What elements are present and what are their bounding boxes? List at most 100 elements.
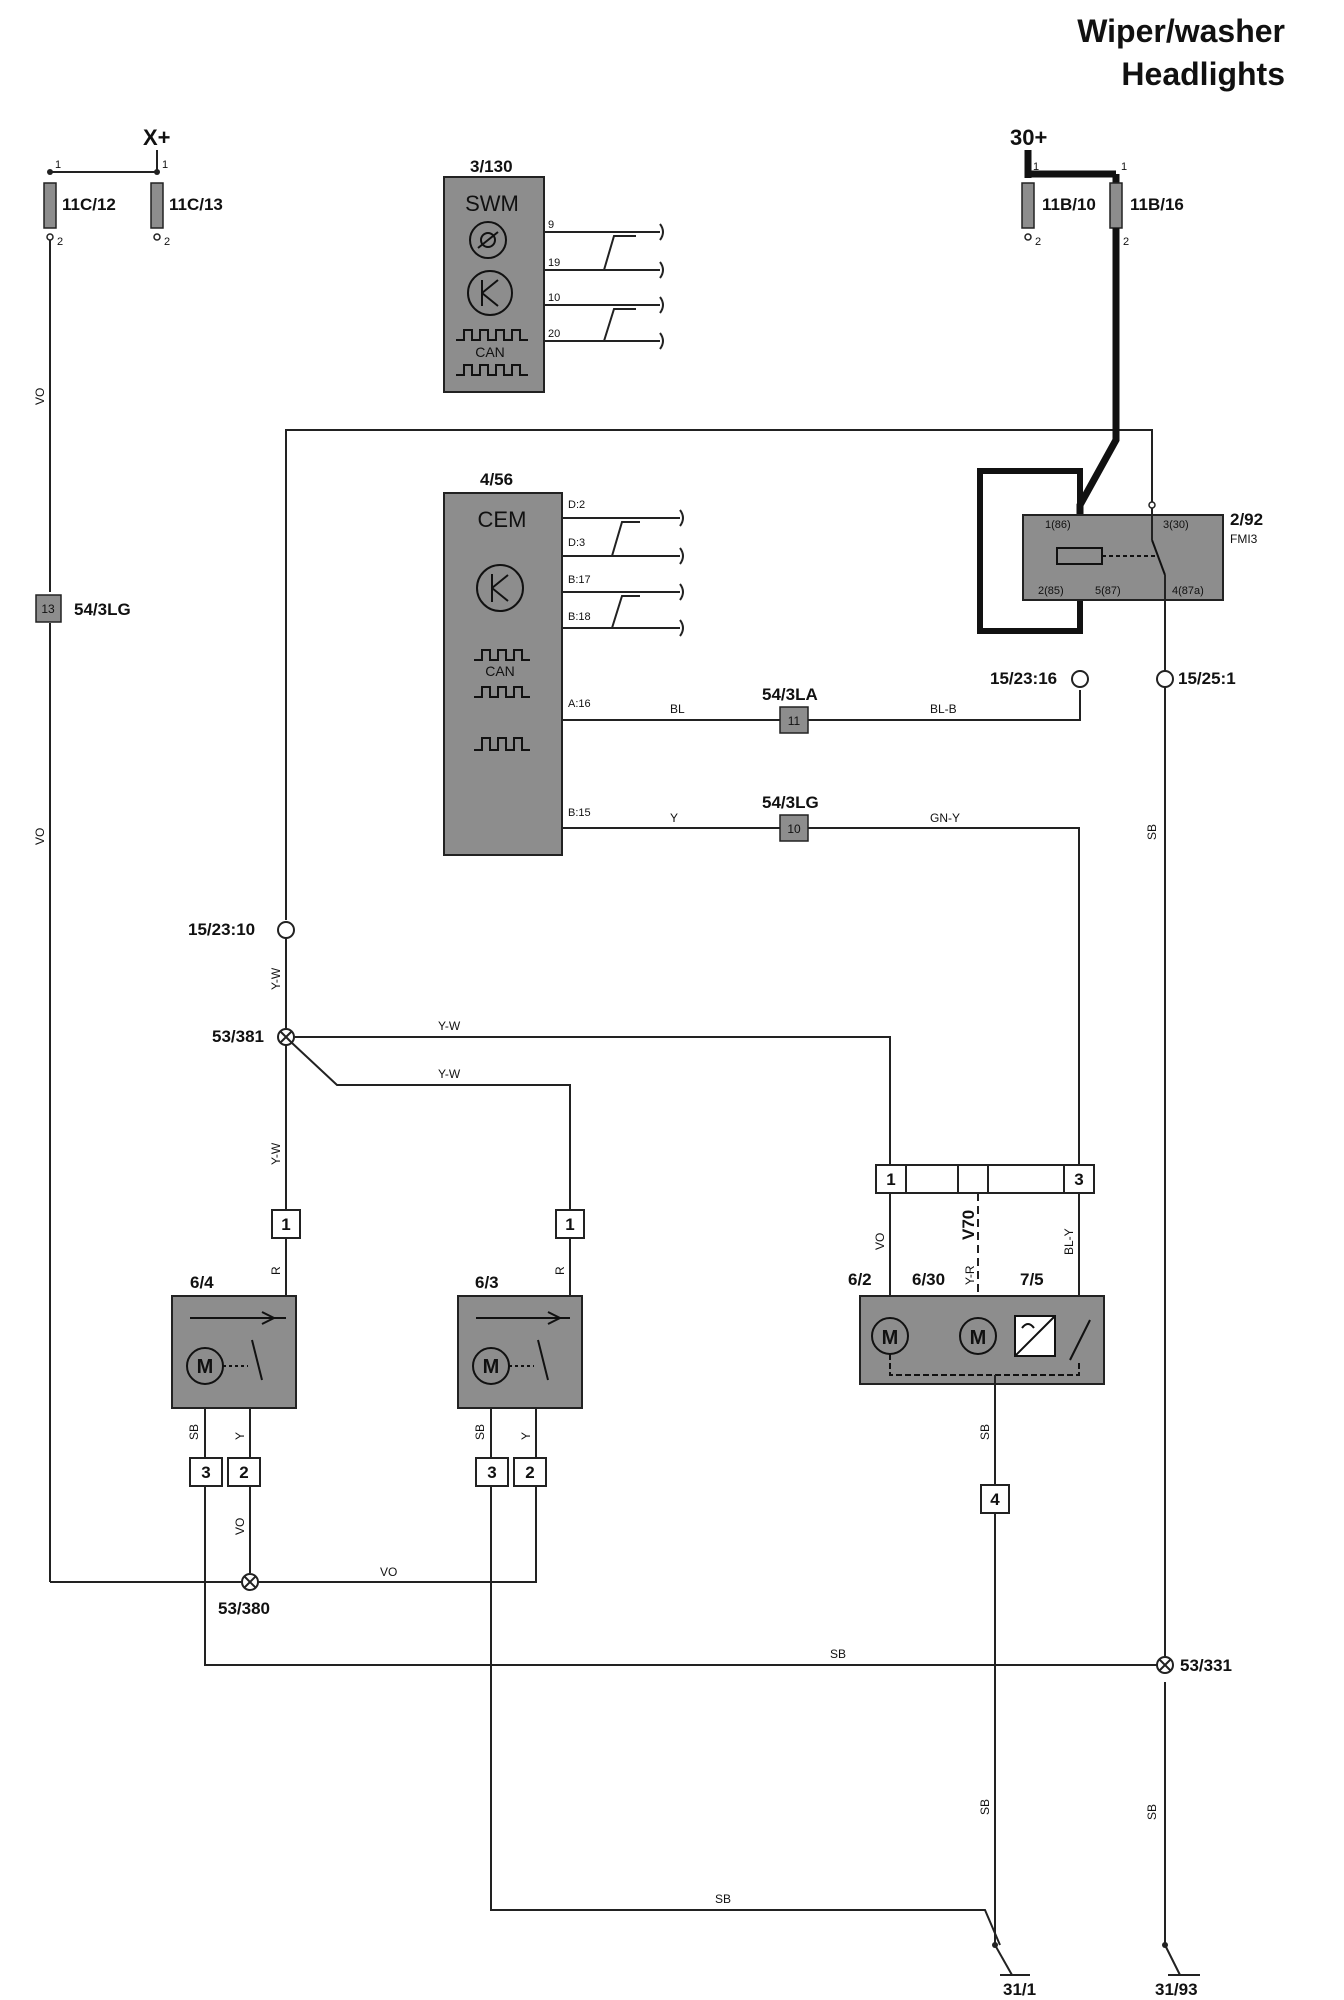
cem-id: 4/56 [480,470,513,489]
fuse-11c13 [150,182,164,229]
swm-name: SWM [465,191,519,216]
relay-sub: FMI3 [1230,532,1258,546]
connector-54-3la-pin: 11 [788,714,801,728]
connector-54-3lg-left [35,594,62,623]
b15-wire-group: Y GN-Y 10 54/3LG [562,793,1080,1170]
relay-2-92: 2/92 FMI3 1(86) 3(30) 2(85) 5(87) 4(87a) [977,468,1263,672]
connector-54-3lg-mid-pin: 10 [787,822,801,836]
svg-text:4: 4 [990,1490,1000,1509]
swm-transistor-icon [467,270,513,316]
cem-pin-d3: D:3 [568,537,585,549]
wire-bl-b: BL-B [930,702,957,716]
cem-name: CEM [478,507,527,532]
wire-bl: BL [670,702,685,716]
title-line2: Headlights [1121,56,1285,92]
svg-text:M: M [483,1356,500,1378]
connector-54-3la-label: 54/3LA [762,685,818,704]
wire-yw-c: Y-W [438,1067,461,1081]
wire-y-cem: Y [670,811,678,825]
connector-6-4-pin2 [227,1457,261,1487]
washer-connector: 1 3 VO V70 Y-R BL-Y [873,1164,1095,1315]
wire-vo-6-2: VO [873,1233,887,1250]
fuse-11b10-label: 11B/10 [1042,195,1096,214]
pump-6-2-label: 6/2 [848,1270,872,1289]
motor-6-4: 1 R 6/4 M SB Y 3 2 VO [171,1209,1157,1666]
swm-module: 3/130 SWM CAN 9 19 10 20 [443,157,664,393]
splice-53-380: 53/380 VO [218,1565,397,1618]
pump-6-30-label: 6/30 [912,1270,945,1289]
relay-pin5: 5(87) [1095,585,1121,597]
wire-y-6-4: Y [233,1432,247,1440]
connector-6-4-pin3 [189,1457,223,1487]
svg-text:3: 3 [201,1463,210,1482]
motor-6-4-label: 6/4 [190,1273,214,1292]
wire-r-6-4: R [269,1266,283,1275]
washer-connector-pin1: 1 [886,1170,895,1189]
wire-bl-y: BL-Y [1062,1228,1076,1255]
fuse-11c12-pin2: 2 [57,236,63,248]
wire-yw-a: Y-W [269,967,283,990]
wire-sb-pump-lower: SB [978,1799,992,1815]
swm-pin-9: 9 [548,219,554,231]
fuse-11b10 [1021,182,1035,229]
wire-vo-left-lower: VO [33,828,47,845]
svg-text:2: 2 [525,1463,534,1482]
a16-wire-group: BL BL-B 11 54/3LA 15/23:16 [562,669,1089,734]
connector-6-3-pin2 [513,1457,547,1487]
connector-15-23-16-label: 15/23:16 [990,669,1057,688]
splice-53-331: 53/331 SB [830,1647,1232,1675]
sensor-7-5-label: 7/5 [1020,1270,1044,1289]
relay-pin2: 2(85) [1038,585,1064,597]
splice-53-331-label: 53/331 [1180,1656,1232,1675]
splice-53-380-label: 53/380 [218,1599,270,1618]
motor-6-3-label: 6/3 [475,1273,499,1292]
cem-pin-b15: B:15 [568,807,591,819]
x-plus-label: X+ [143,125,171,150]
cem-transistor-icon [476,564,524,612]
svg-text:M: M [882,1327,899,1349]
cem-pin-b18: B:18 [568,611,591,623]
wire-vo-6-4: VO [233,1518,247,1535]
fuse-11c13-pin1: 1 [162,159,168,171]
ground-31-1: 31/1 [992,1942,1036,1999]
cem-can-label: CAN [485,663,515,679]
swm-sensor-icon [469,221,507,259]
thirty-plus-label: 30+ [1010,125,1047,150]
fuse-11b10-pin2: 2 [1035,236,1041,248]
fuse-11c13-pin2: 2 [164,236,170,248]
swm-pin-20: 20 [548,328,560,340]
connector-54-3lg-left-pin: 13 [41,602,55,616]
fuse-11b10-pin1: 1 [1033,161,1039,173]
ground-31-93-label: 31/93 [1155,1980,1198,1999]
wire-y-r: Y-R [963,1265,977,1285]
splice-53-381-label: 53/381 [212,1027,264,1046]
connector-15-23-10-label: 15/23:10 [188,920,255,939]
relay-pin3: 3(30) [1163,519,1189,531]
pump-block: 6/2 6/30 7/5 M M SB 4 SB SB [715,1270,1105,1945]
cem-module: 4/56 CEM CAN D:2 D:3 B:17 B:18 A:16 B:15 [443,470,684,856]
wire-sb-bottom: SB [830,1647,846,1661]
ground-31-93: 31/93 [1155,1942,1200,1999]
swm-pin-19: 19 [548,257,560,269]
svg-text:M: M [197,1356,214,1378]
relay-contact-icon [1151,539,1166,576]
relay-pin4: 4(87a) [1172,585,1204,597]
wire-sb-pump: SB [978,1424,992,1440]
right-sb-line: 15/25:1 SB SB [1145,669,1236,1945]
cem-pin-b17: B:17 [568,574,591,586]
svg-text:M: M [970,1327,987,1349]
ground-31-1-label: 31/1 [1003,1980,1036,1999]
left-yw-line: 15/23:10 Y-W 53/381 Y-W Y-W Y-W [188,920,891,1210]
cem-pin-a16: A:16 [568,698,591,710]
pump-6-30-icon [959,1317,997,1355]
wire-sb-right-upper: SB [1145,824,1159,840]
swm-pin-10: 10 [548,292,560,304]
svg-text:1: 1 [281,1215,290,1234]
wire-vo-bottom: VO [380,1565,397,1579]
swm-can-label: CAN [475,344,505,360]
cem-pin-d2: D:2 [568,499,585,511]
connector-54-3lg-mid [779,814,809,842]
v70-label: V70 [959,1210,978,1240]
wire-yw-b: Y-W [438,1019,461,1033]
diagram-title: Wiper/washer Headlights [1077,13,1285,92]
